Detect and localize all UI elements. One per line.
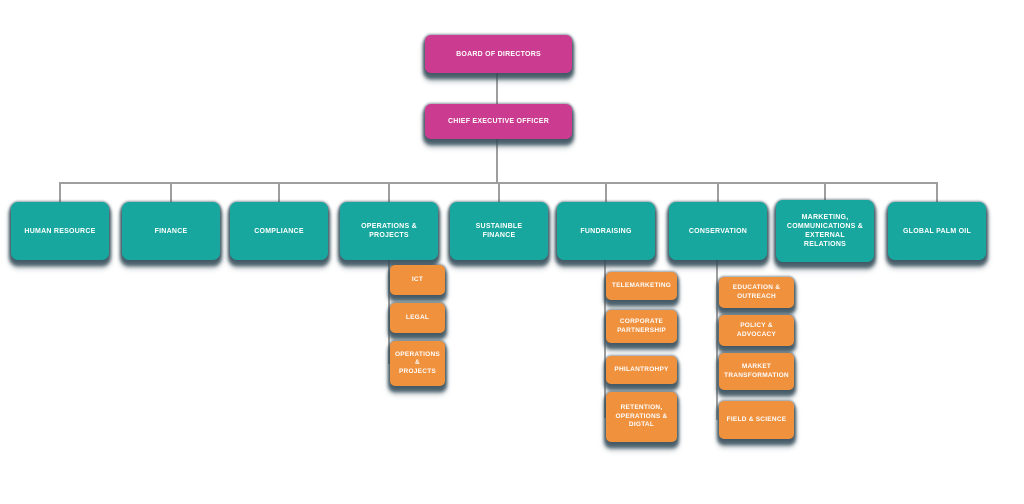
connector-drop-finance	[170, 182, 172, 204]
connector-drop-compliance	[278, 182, 280, 204]
node-fundraising: FUNDRAISING	[557, 202, 655, 260]
node-field-science: FIELD & SCIENCE	[719, 401, 794, 439]
node-board-of-directors: BOARD OF DIRECTORS	[425, 35, 572, 73]
node-corporate-partnership: CORPORATE PARTNERSHIP	[606, 310, 677, 343]
connector-drop-sustainble-finance	[498, 182, 500, 204]
connector-column-fundraising	[604, 259, 606, 418]
node-operations-projects-sub: OPERATIONS & PROJECTS	[390, 341, 445, 386]
connector-column-operations	[388, 259, 390, 364]
connector-ceo-trunk	[496, 139, 498, 183]
node-education-outreach: EDUCATION & OUTREACH	[719, 277, 794, 308]
node-philantrohpy: PHILANTROHPY	[606, 356, 677, 384]
node-retention-operations-digtal: RETENTION, OPERATIONS & DIGTAL	[606, 392, 677, 442]
node-human-resource: HUMAN RESOURCE	[11, 202, 109, 260]
connector-column-conservation	[716, 259, 718, 420]
node-global-palm-oil: GLOBAL PALM OIL	[888, 202, 986, 260]
node-conservation: CONSERVATION	[669, 202, 767, 260]
connector-drop-operations-projects	[388, 182, 390, 204]
node-compliance: COMPLIANCE	[230, 202, 328, 260]
connector-drop-global-palm-oil	[936, 182, 938, 204]
connector-drop-conservation	[717, 182, 719, 204]
node-market-transformation: MARKET TRANSFORMATION	[719, 353, 794, 390]
connector-drop-marketing	[824, 182, 826, 204]
node-operations-projects: OPERATIONS & PROJECTS	[340, 202, 438, 260]
node-marketing-communications-external-relations: MARKETING, COMMUNICATIONS & EXTERNAL REL…	[776, 200, 874, 262]
node-policy-advocacy: POLICY & ADVOCACY	[719, 315, 794, 346]
node-finance: FINANCE	[122, 202, 220, 260]
connector-drop-human-resource	[59, 182, 61, 204]
connector-board-ceo	[496, 73, 498, 104]
node-telemarketing: TELEMARKETING	[606, 272, 677, 300]
node-ict: ICT	[390, 265, 445, 295]
node-chief-executive-officer: CHIEF EXECUTIVE OFFICER	[425, 104, 572, 139]
node-legal: LEGAL	[390, 303, 445, 333]
connector-drop-fundraising	[605, 182, 607, 204]
node-sustainble-finance: SUSTAINBLE FINANCE	[450, 202, 548, 260]
